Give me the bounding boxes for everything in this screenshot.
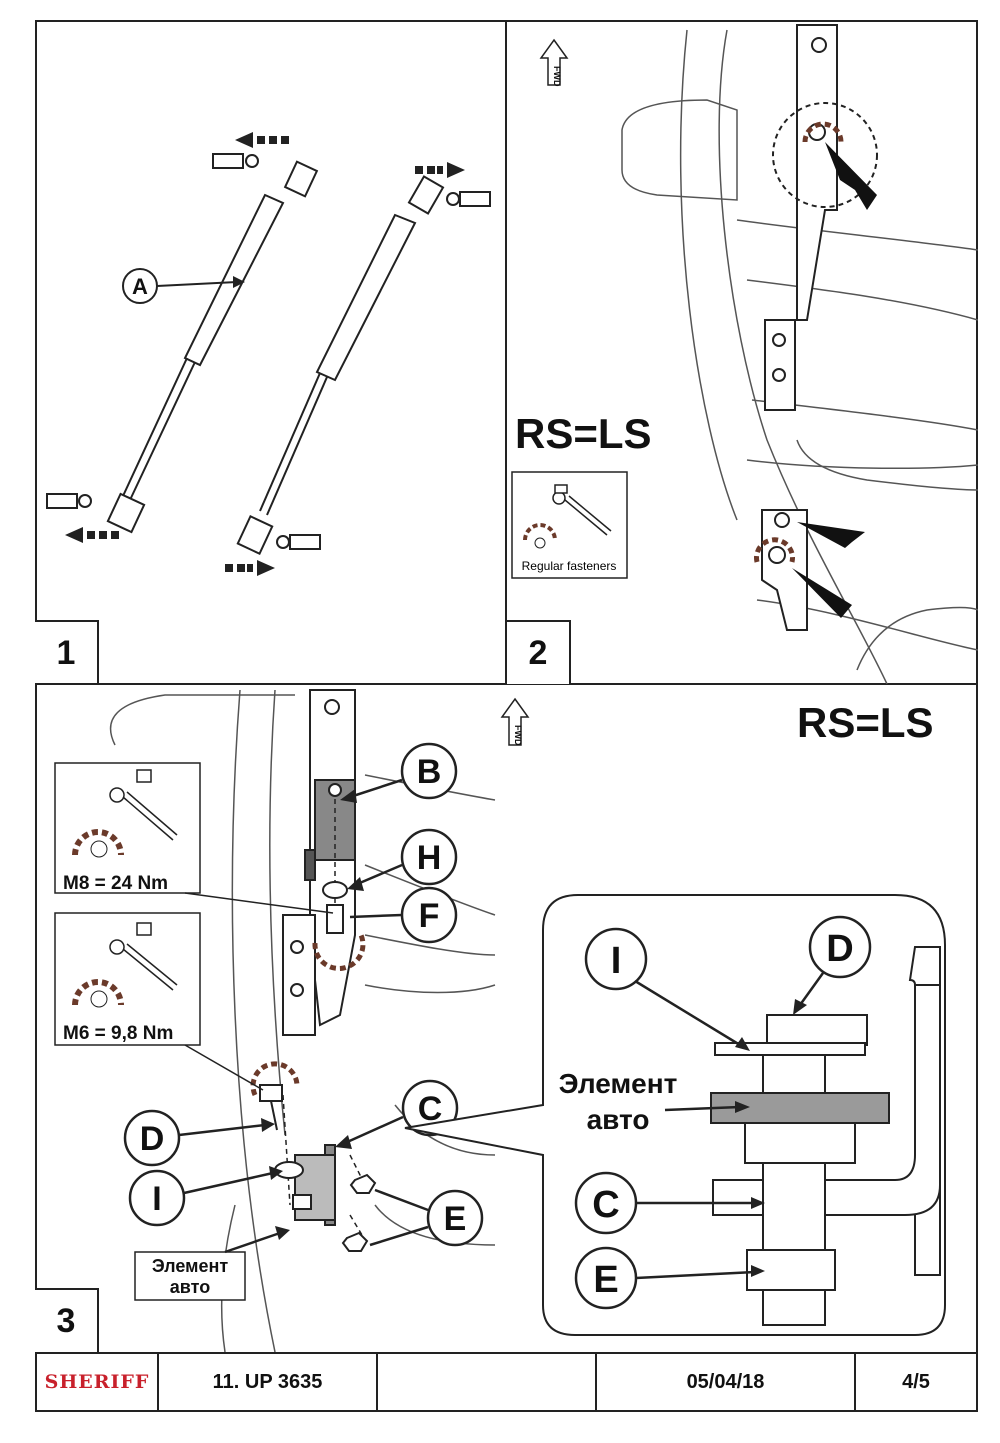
gas-strut-a: [106, 160, 319, 534]
brand-logo: SHERIFF: [44, 1371, 150, 1393]
title-block: SHERIFF 11. UP 3635 05/04/18 4/5: [35, 1352, 978, 1412]
page-cell: 4/5: [856, 1354, 976, 1410]
panel-3: M8 = 24 Nm M6 = 9,8 Nm B H: [35, 685, 978, 1353]
callout-h-label: H: [417, 839, 442, 877]
nut-icon: [90, 990, 108, 1008]
fwd-arrow-icon: FWD: [500, 697, 530, 746]
rs-ls-note: RS=LS: [797, 699, 934, 746]
ratchet-wrench-icon: [109, 922, 178, 991]
torque-arrow-icon: [72, 979, 124, 1006]
detail-callout-d: D: [793, 915, 872, 1015]
nut-icon: [90, 840, 108, 858]
gas-struts-illustration: A: [46, 132, 491, 576]
step-number-3: 3: [35, 1288, 99, 1352]
callout-c: C: [335, 1079, 459, 1149]
pointer-arrows: [792, 142, 877, 618]
detail-view: I D Элемент авто C: [404, 893, 946, 1336]
car-element-line-2: авто: [170, 1277, 210, 1297]
detail-callout-e: E: [574, 1246, 765, 1310]
panel-1: A 1: [35, 20, 507, 684]
step-number-1: 1: [35, 620, 99, 684]
callout-f-label: F: [419, 897, 440, 935]
callout-d: D: [123, 1109, 275, 1167]
callout-i-label: I: [152, 1180, 161, 1218]
callout-b: B: [340, 742, 458, 803]
detail-callout-i: I: [584, 927, 750, 1051]
detail-callout-c-label: C: [592, 1184, 619, 1226]
torque-m6-label: M6 = 9,8 Nm: [63, 1023, 173, 1044]
torque-m8-label: M8 = 24 Nm: [63, 873, 168, 894]
callout-a: A: [122, 268, 245, 304]
detail-car-element-label: Элемент авто: [559, 1068, 750, 1135]
detail-callout-d-label: D: [826, 928, 853, 970]
torque-box-m6: M6 = 9,8 Nm: [54, 912, 201, 1046]
torque-arrow-icon: [523, 523, 557, 541]
torque-arrows: [754, 121, 844, 563]
callout-d-label: D: [140, 1120, 165, 1158]
torque-arrow-icon: [72, 829, 124, 856]
detail-callout-e-label: E: [593, 1259, 618, 1301]
detail-highlight-circle: [772, 102, 878, 208]
step-number-2: 2: [507, 620, 571, 684]
tool-box: Regular fasteners: [511, 471, 628, 579]
ratchet-wrench-icon: [552, 484, 612, 536]
bracket-install-illustration: M8 = 24 Nm M6 = 9,8 Nm B H: [54, 689, 946, 1353]
torque-box-m8: M8 = 24 Nm: [54, 762, 201, 894]
blank-cell: [378, 1354, 597, 1410]
detail-car-element-line-1: Элемент: [559, 1068, 678, 1099]
code-cell: 11. UP 3635: [159, 1354, 378, 1410]
product-code: 11. UP 3635: [212, 1370, 323, 1393]
callout-b-label: B: [417, 753, 442, 791]
detail-callout-i-label: I: [611, 940, 622, 982]
divider-horizontal: [35, 683, 978, 685]
torque-leaders: [184, 892, 334, 1091]
ratchet-wrench-icon: [109, 769, 178, 841]
callout-e-label: E: [444, 1200, 467, 1238]
document-date: 05/04/18: [686, 1370, 765, 1393]
tool-caption: Regular fasteners: [522, 559, 617, 573]
callout-e: E: [369, 1188, 484, 1247]
fwd-label: FWD: [552, 66, 562, 87]
divider-vertical: [505, 20, 507, 684]
brand-cell: SHERIFF: [37, 1354, 159, 1410]
hinge-bracket: [282, 689, 356, 1036]
car-element-label: Элемент авто: [134, 1226, 290, 1301]
detail-bracket-c: [712, 946, 941, 1276]
ball-studs: [46, 153, 491, 550]
vehicle-body-lines: [621, 29, 979, 685]
detail-car-element-line-2: авто: [587, 1104, 650, 1135]
callout-a-label: A: [132, 274, 148, 299]
gas-strut-b: [236, 175, 445, 555]
body-mount-illustration: FWD RS=LS Regular fasteners: [511, 24, 979, 685]
detail-callout-c: C: [574, 1171, 765, 1235]
callout-f: F: [349, 886, 458, 944]
date-cell: 05/04/18: [597, 1354, 856, 1410]
fwd-arrow-icon: FWD: [539, 38, 569, 87]
page-number: 4/5: [902, 1370, 930, 1393]
fwd-label: FWD: [513, 725, 523, 746]
callout-h: H: [347, 828, 458, 891]
car-element-line-1: Элемент: [152, 1256, 229, 1276]
panel-2: FWD RS=LS Regular fasteners 2: [507, 20, 979, 685]
rs-ls-note: RS=LS: [515, 410, 652, 457]
detail-nut-upper: [744, 1122, 856, 1164]
removal-arrows: [65, 132, 465, 576]
nut-icon: [534, 537, 546, 549]
callout-i: I: [128, 1166, 283, 1227]
